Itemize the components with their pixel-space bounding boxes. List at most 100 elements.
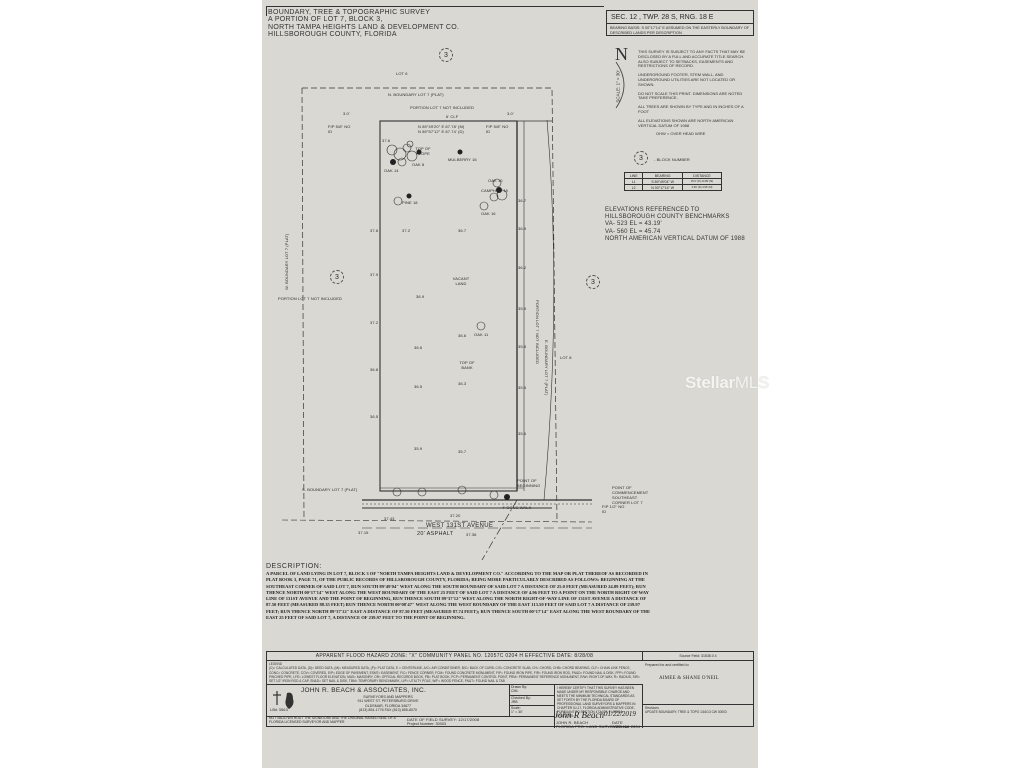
prepared-for-label: Prepared for and certified to: [645,663,690,667]
firm-line: 911 WEST ST. PETERSBURG DRIVE [357,699,419,704]
note: DO NOT SCALE THIS PRINT. DIMENSIONS ARE … [638,90,743,101]
firm-line: SURVEYORS AND MAPPERS [363,695,413,699]
firm-license: LB# 3563 [270,707,288,712]
elevation-right: 36.9 [518,226,527,231]
elevation-right: 36.2 [518,265,527,270]
not-valid-text: NOT VALID WITHOUT THE SIGNATURE AND THE … [269,716,396,724]
project-number: Project Number: 30003 [407,722,447,726]
block-number-legend-icon: 3 [634,151,648,165]
elevation-spot: 36.3 [458,381,467,386]
firm-address: SURVEYORS AND MAPPERS 911 WEST ST. PETER… [333,695,443,713]
north-arrow-icon: N [615,44,628,64]
description-body: A PARCEL OF LAND LYING IN LOT 7, BLOCK 3… [266,571,651,621]
fip-southeast: FIP 1/2" NO ID [602,504,625,514]
line-table: LINE BEARING DISTANCE L1 S 89°49'04" W 2… [623,172,722,191]
south-boundary-label: S. BOUNDARY LOT 7 (PLAT) [302,487,358,492]
tree-label: PINE 18 [402,200,418,205]
elevation-spot: 35.7 [458,449,467,454]
fence-label: 6' CLF [446,114,459,119]
field-survey-date: DATE OF FIELD SURVEY: 12/17/2008 [407,717,480,722]
title-line-3: NORTH TAMPA HEIGHTS LAND & DEVELOPMENT C… [268,23,460,31]
survey-sheet: BOUNDARY, TREE & TOPOGRAPHIC SURVEY A PO… [262,0,769,768]
scale-box-value: 1" = 30' [511,710,523,715]
firm-name: JOHN R. BEACH & ASSOCIATES, INC. [301,687,427,694]
elevation-right: 36.7 [518,198,527,203]
lot-6-label: LOT 6 [396,71,408,76]
dim-bottom: 37.43 [384,516,395,521]
lot-8-label: LOT 8 [560,355,572,360]
job-number: JOB#463 [612,724,630,729]
line-id: L2 [623,184,644,191]
elevation-line: HILLSBOROUGH COUNTY BENCHMARKS [605,214,730,221]
elevation-spot: 37.2 [402,228,411,233]
legend: LEGEND (C)= CALCULATED DATA, (D)= DEED D… [269,662,641,683]
watermark-suffix: MLS [734,373,769,392]
elevation-right: 35.6 [518,431,527,436]
elevation-line: ELEVATIONS REFERENCED TO [605,207,700,213]
elevation-spot: 37.6 [382,138,391,143]
elevation-spot: 36.7 [458,228,467,233]
tree-label: CAMPHOR 15 [481,188,509,193]
title-block-border [266,6,604,16]
elevation-left: 37.6 [370,228,379,233]
note: UNDERGROUND FOOTER, STEM WALL, AND UNDER… [638,72,736,87]
sidewalk-label: 4' CONC WALK [502,505,532,510]
drawn-by: Drawn By:CML [510,685,554,696]
client-name: AIMEE & SHANE O'NEIL [659,676,720,681]
bottom-title-block: APPARENT FLOOD HAZARD ZONE: "X" COMMUNIT… [266,651,754,729]
tree-label: OAK 16 [481,211,496,216]
checked-by-value: JRB [511,699,518,704]
table-row: L2 N 00°17'14" W 4.96' (D) 4.96' (M) [623,184,722,191]
drawn-by-value: CML [511,689,519,693]
title-line-1: BOUNDARY, TREE & TOPOGRAPHIC SURVEY [268,9,431,16]
point-of-beginning: POINT OF BEGINNING [517,478,541,488]
not-valid-notice: NOT VALID WITHOUT THE SIGNATURE AND THE … [267,716,554,728]
firm-block: LB# 3563 JOHN R. BEACH & ASSOCIATES, INC… [267,684,510,716]
fip-right: FIP 5/8" NO ID [486,124,509,134]
title-line-2: A PORTION OF LOT 7, BLOCK 3, [268,16,383,24]
dim-bottom: 37.20 [450,513,461,518]
dim-bottom: 37.36 [466,532,477,537]
block-number-legend-label: - BLOCK NUMBER [654,157,690,162]
scale-box-label: Scale: [511,706,521,711]
drawn-checked-scale: Drawn By:CML Checked By:JRB Scale:1" = 3… [510,684,554,716]
watermark-brand: Stellar [685,373,735,392]
elevation-spot: 36.6 [458,333,467,338]
elevation-left: 37.2 [370,320,379,325]
note: OHW = OVER HEAD WIRE [656,131,706,137]
elevation-right: 35.9 [518,306,527,311]
surveyor-license: FLORIDA PRO. LAND SURVEYOR No. 2804 [556,724,641,729]
firm-line: OLDSMAR, FLORIDA 34677 [364,703,412,708]
legal-description: DESCRIPTION: A PARCEL OF LAND LYING IN L… [266,563,650,621]
dim-left: 3.0' [343,111,350,116]
signature-date: 01/22/2019 [604,710,636,718]
north-arrow-curve-icon [615,61,625,109]
title-line-4: HILLSBOROUGH COUNTY, FLORIDA [268,30,397,38]
firm-logo-icon [273,691,294,709]
note: THIS SURVEY IS SUBJECT TO ANY FACTS THAT… [638,49,746,69]
block-number-icon: 3 [330,270,344,284]
portion-not-included-top: PORTION LOT 7 NOT INCLUDED [410,105,474,110]
elevation-left: 37.9 [370,272,379,277]
surveyor-signature: John R Beach [554,710,604,720]
revisions-block: Revisions UPDATE BOUNDARY, TREE & TOPO 1… [643,704,753,728]
stellar-mls-watermark: StellarMLS [685,373,769,393]
vacant-land: VACANT LAND [452,276,470,286]
bearing-basis: BEARING BASIS: S 00°17'14" E ASSUMED ON … [606,24,754,36]
surveyor-name: JOHN R. BEACH [556,720,589,725]
east-boundary-label: E. BOUNDARY LOT 7 (PLAT) [544,340,549,396]
tree-label: OAK 8 [412,162,425,167]
elevation-spot: 35.9 [414,446,423,451]
flood-zone: APPARENT FLOOD HAZARD ZONE: "X" COMMUNIT… [267,652,643,661]
tree-label: OAK 14 [384,168,399,173]
drawn-by-label: Drawn By: [511,685,528,689]
street-name: WEST 131ST AVENUE [426,523,494,529]
north-boundary-label: N. BOUNDARY LOT 7 (PLAT) [388,92,444,97]
elevation-left: 36.8 [370,367,379,372]
elevation-spot: 36.6 [414,345,423,350]
checked-by: Checked By:JRB [510,696,554,707]
elevation-right: 35.5 [518,385,527,390]
fip-left: FIP 5/8" NO ID [328,124,351,134]
section-township-range: SEC. 12 , TWP. 28 S, RNG. 18 E [606,10,754,24]
survey-plot-drawing [281,87,593,560]
